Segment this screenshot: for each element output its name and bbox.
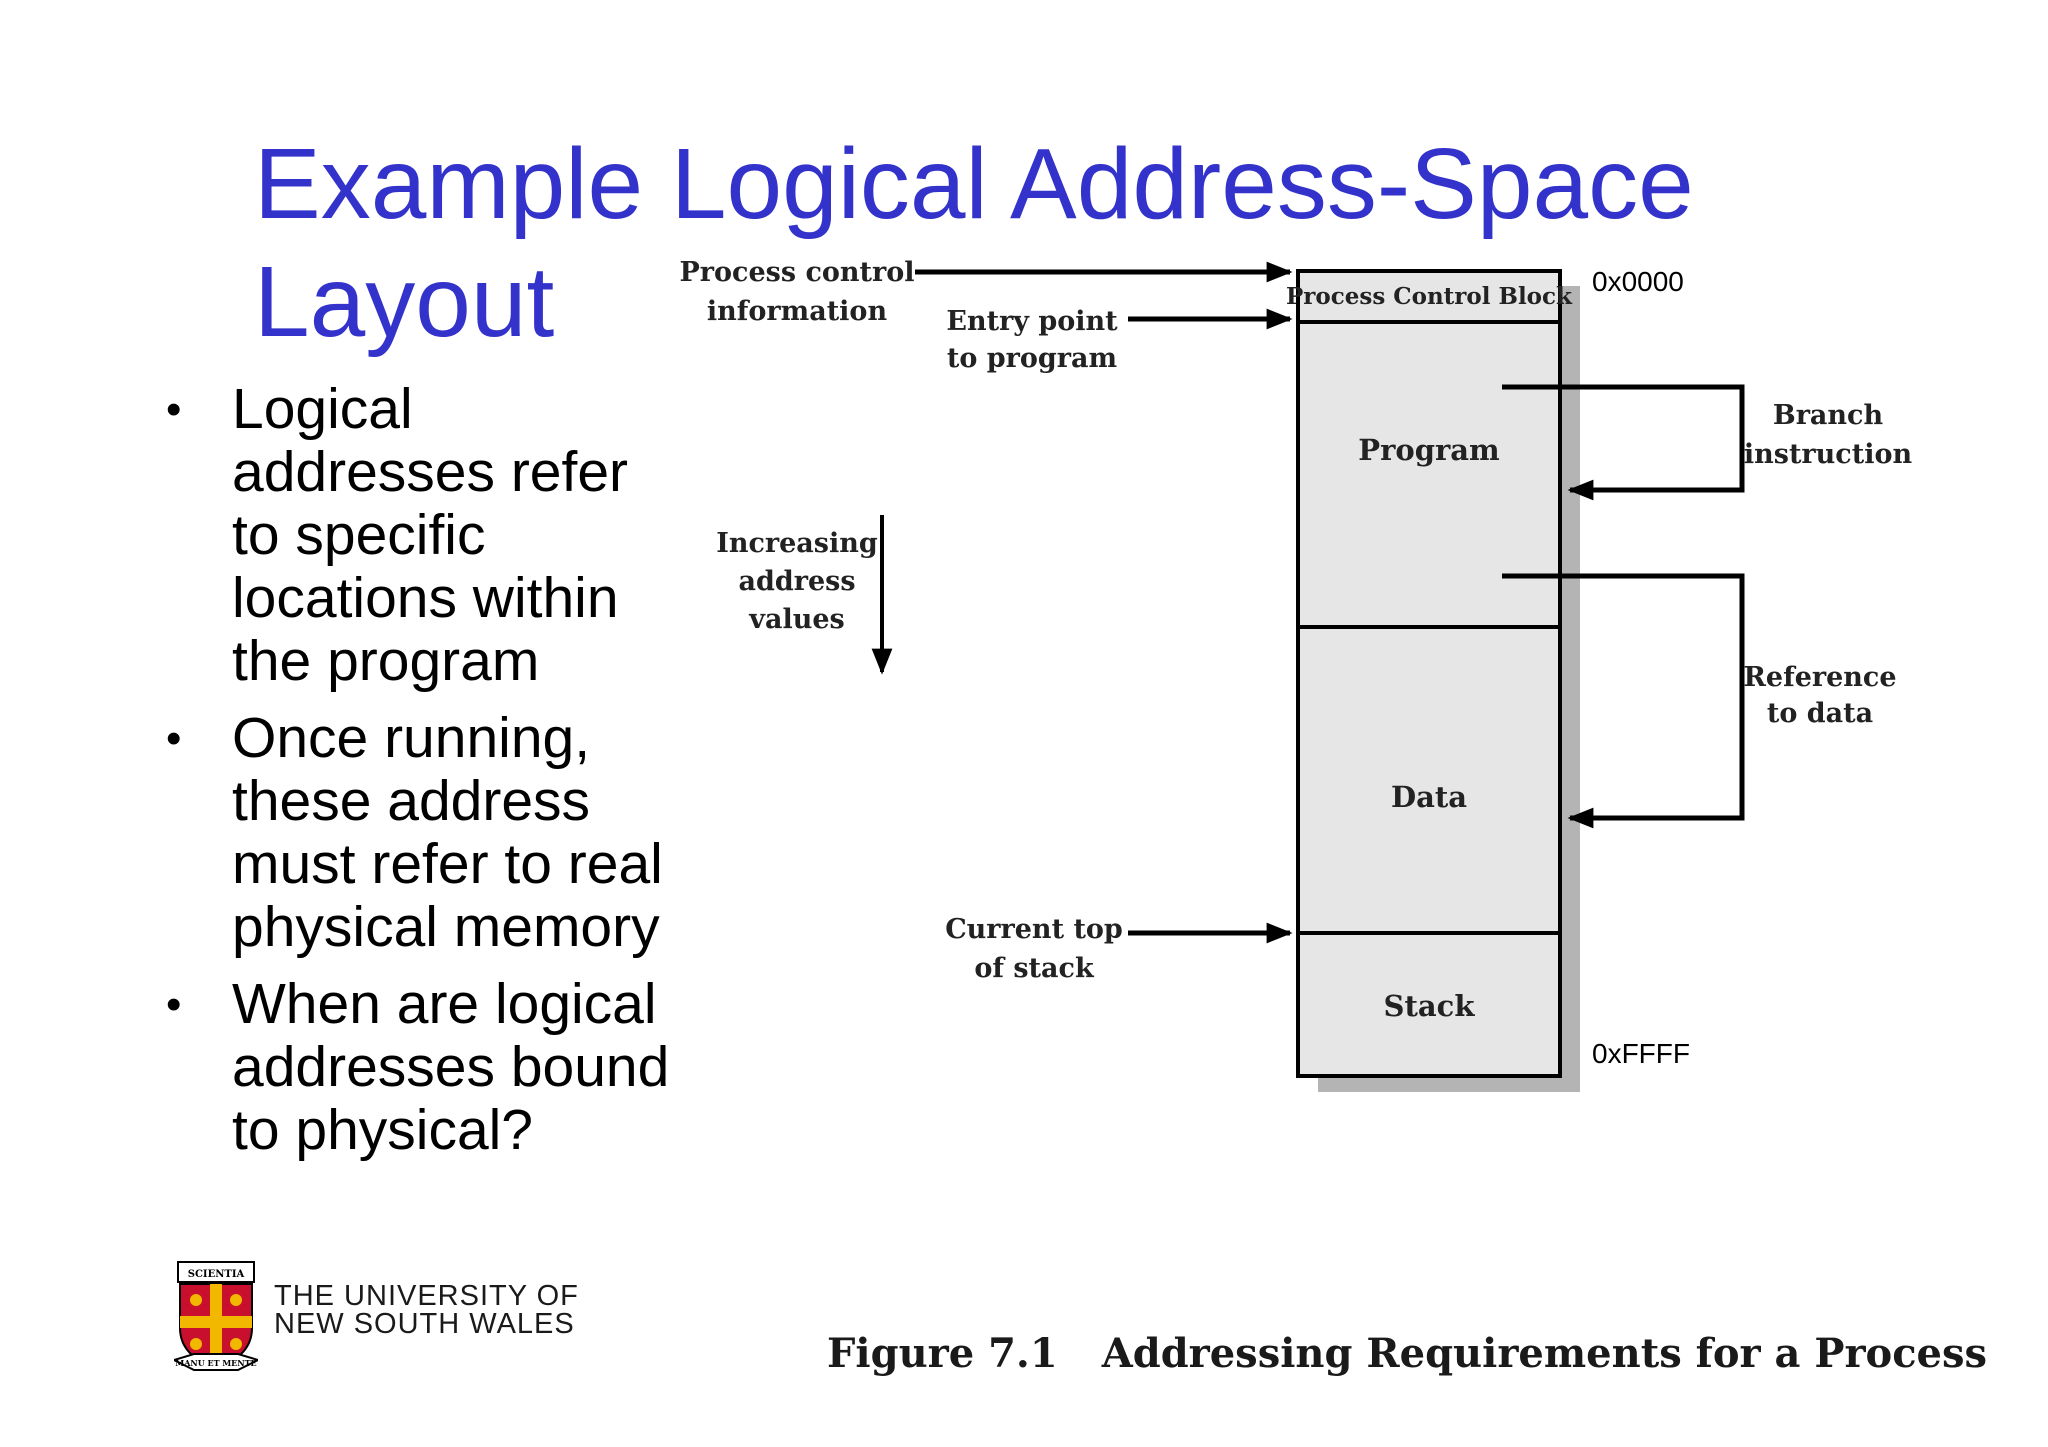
bullet-item: • Logical addresses refer to specific loc… bbox=[160, 378, 720, 693]
segment-data-label: Data bbox=[1391, 780, 1467, 814]
address-start: 0x0000 bbox=[1592, 266, 1684, 297]
segment-stack bbox=[1296, 931, 1562, 1078]
increasing-address-label: values bbox=[748, 604, 844, 635]
bullet-dot: • bbox=[166, 385, 182, 434]
segment-stack-label: Stack bbox=[1384, 989, 1476, 1023]
stack-top-label: of stack bbox=[974, 953, 1095, 984]
reference-to-data-arrow bbox=[1502, 573, 1745, 829]
bullet-text: Logical addresses refer to specific loca… bbox=[232, 377, 629, 693]
address-end: 0xFFFF bbox=[1592, 1038, 1690, 1069]
process-control-label: information bbox=[707, 296, 888, 327]
reference-to-data-label: to data bbox=[1767, 698, 1873, 729]
bullet-dot: • bbox=[166, 714, 182, 763]
segment-pcb-label: Process Control Block bbox=[1286, 283, 1573, 310]
increasing-address-label: Increasing bbox=[716, 528, 878, 559]
bullet-item: • When are logical addresses bound to phy… bbox=[160, 973, 720, 1162]
unsw-crest-logo: SCIENTIA MANU ET MENTE bbox=[174, 1261, 258, 1371]
branch-instruction-label: instruction bbox=[1744, 439, 1913, 470]
stack-top-label: Current top bbox=[945, 914, 1123, 945]
svg-text:SCIENTIA: SCIENTIA bbox=[188, 1269, 245, 1280]
bullet-dot: • bbox=[166, 980, 182, 1029]
bullet-item: • Once running, these address must refer … bbox=[160, 707, 720, 959]
university-line: NEW SOUTH WALES bbox=[274, 1308, 575, 1340]
university-line: THE UNIVERSITY OF bbox=[274, 1280, 579, 1312]
segment-program-label: Program bbox=[1358, 433, 1500, 467]
university-name: THE UNIVERSITY OF NEW SOUTH WALES bbox=[274, 1280, 579, 1340]
bullet-text: Once running, these address must refer t… bbox=[232, 706, 663, 959]
branch-instruction-arrow bbox=[1502, 384, 1745, 501]
increasing-address-label: address bbox=[738, 566, 855, 597]
figure-caption-text: Addressing Requirements for a Process bbox=[1101, 1330, 1988, 1377]
entry-point-label: Entry point bbox=[946, 306, 1118, 337]
bullet-text: When are logical addresses bound to phys… bbox=[232, 972, 670, 1162]
process-control-label: Process control bbox=[680, 257, 915, 288]
segment-program bbox=[1296, 320, 1562, 629]
branch-instruction-label: Branch bbox=[1773, 400, 1884, 431]
reference-to-data-label: Reference bbox=[1743, 662, 1896, 693]
figure-number: Figure 7.1 bbox=[827, 1330, 1058, 1377]
slide-title: Example Logical Address-Space Layout bbox=[254, 128, 1694, 358]
segment-data bbox=[1296, 625, 1562, 935]
svg-text:MANU ET MENTE: MANU ET MENTE bbox=[175, 1358, 256, 1368]
entry-point-label: to program bbox=[947, 343, 1117, 374]
bullet-list: • Logical addresses refer to specific loc… bbox=[160, 378, 720, 1176]
figure-caption: Figure 7.1 Addressing Requirements for a … bbox=[827, 1330, 1987, 1377]
